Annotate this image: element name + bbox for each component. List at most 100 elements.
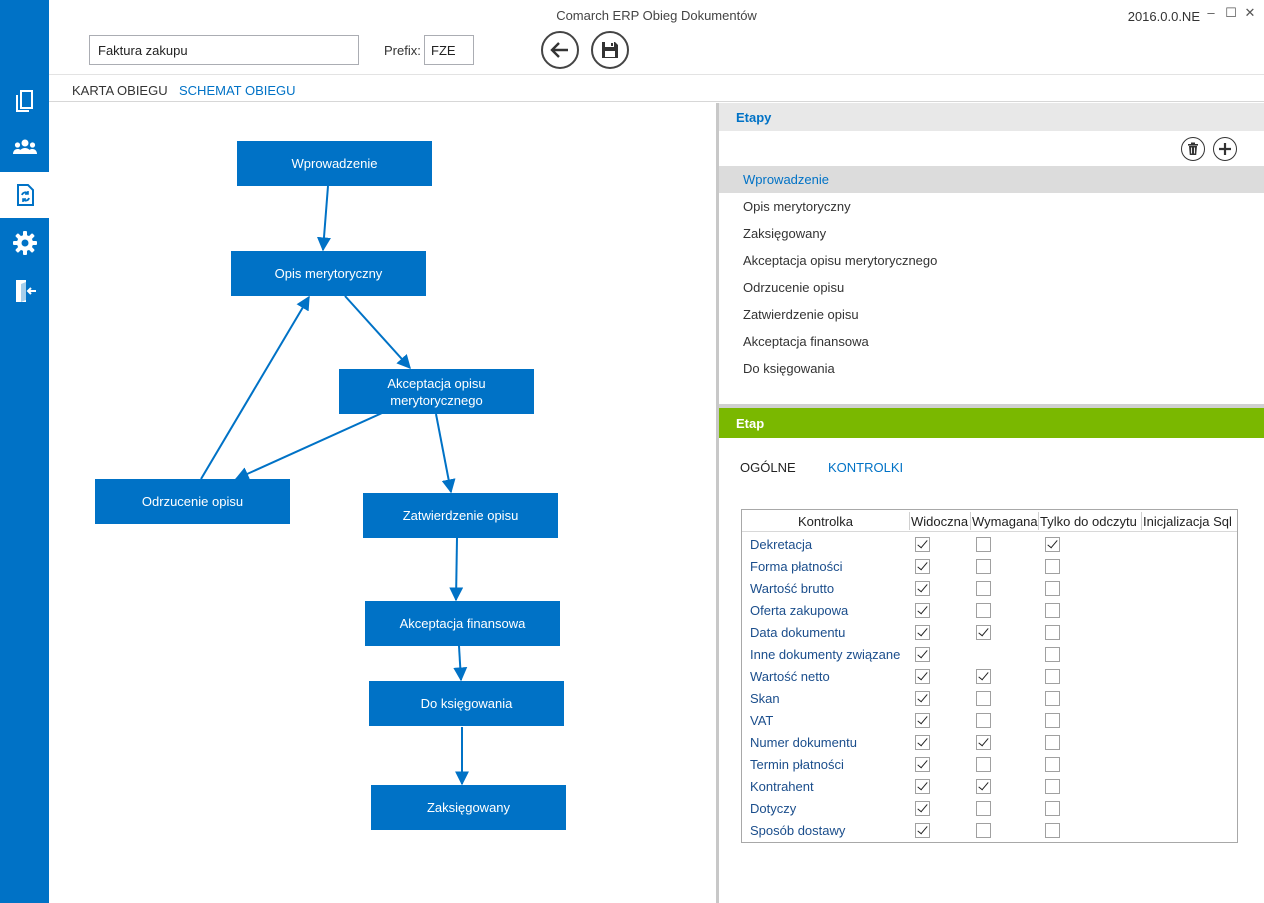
list-item[interactable]: Odrzucenie opisu (743, 280, 845, 295)
required-checkbox[interactable] (976, 691, 991, 706)
visible-checkbox[interactable] (915, 779, 930, 794)
table-row[interactable]: Forma płatności (742, 555, 1237, 577)
required-checkbox[interactable] (976, 713, 991, 728)
tab-schemat-obiegu[interactable]: SCHEMAT OBIEGU (179, 83, 296, 98)
node-do-ksiegowania[interactable]: Do księgowania (369, 681, 564, 726)
nav-document-workflow[interactable] (0, 172, 49, 218)
node-akceptacja-finansowa[interactable]: Akceptacja finansowa (365, 601, 560, 646)
table-row[interactable]: Oferta zakupowa (742, 599, 1237, 621)
visible-checkbox[interactable] (915, 581, 930, 596)
table-row[interactable]: Sposób dostawy (742, 819, 1237, 841)
list-item[interactable]: Do księgowania (743, 361, 835, 376)
required-checkbox[interactable] (976, 823, 991, 838)
close-button[interactable]: ✕ (1244, 5, 1256, 20)
nav-settings[interactable] (0, 220, 49, 266)
visible-checkbox[interactable] (915, 603, 930, 618)
tab-karta-obiegu[interactable]: KARTA OBIEGU (72, 83, 168, 98)
panel-splitter[interactable] (716, 103, 719, 903)
table-row[interactable]: Termin płatności (742, 753, 1237, 775)
readonly-checkbox[interactable] (1045, 603, 1060, 618)
readonly-checkbox[interactable] (1045, 823, 1060, 838)
visible-checkbox[interactable] (915, 625, 930, 640)
required-checkbox[interactable] (976, 735, 991, 750)
column-header-wymagana[interactable]: Wymagana (972, 514, 1038, 529)
node-zaksiegowany[interactable]: Zaksięgowany (371, 785, 566, 830)
table-row[interactable]: VAT (742, 709, 1237, 731)
required-checkbox[interactable] (976, 779, 991, 794)
readonly-checkbox[interactable] (1045, 691, 1060, 706)
visible-checkbox[interactable] (915, 691, 930, 706)
readonly-checkbox[interactable] (1045, 581, 1060, 596)
table-row[interactable]: Numer dokumentu (742, 731, 1237, 753)
table-row[interactable]: Wartość netto (742, 665, 1237, 687)
readonly-checkbox[interactable] (1045, 647, 1060, 662)
delete-stage-button[interactable] (1181, 137, 1205, 161)
prefix-input[interactable] (424, 35, 474, 65)
list-item[interactable]: Akceptacja finansowa (743, 334, 869, 349)
node-zatwierdzenie-opisu[interactable]: Zatwierdzenie opisu (363, 493, 558, 538)
visible-checkbox[interactable] (915, 713, 930, 728)
list-item[interactable]: Opis merytoryczny (743, 199, 851, 214)
save-button[interactable] (591, 31, 629, 69)
section-divider[interactable] (719, 404, 1264, 408)
readonly-checkbox[interactable] (1045, 779, 1060, 794)
visible-checkbox[interactable] (915, 801, 930, 816)
column-header-widoczna[interactable]: Widoczna (911, 514, 969, 529)
readonly-checkbox[interactable] (1045, 801, 1060, 816)
list-item[interactable]: Zaksięgowany (743, 226, 827, 241)
column-header-tylko-do-odczytu[interactable]: Tylko do odczytu (1040, 514, 1137, 529)
back-button[interactable] (541, 31, 579, 69)
table-row[interactable]: Data dokumentu (742, 621, 1237, 643)
visible-checkbox[interactable] (915, 757, 930, 772)
required-checkbox[interactable] (976, 581, 991, 596)
required-checkbox[interactable] (976, 801, 991, 816)
node-akceptacja-opisu[interactable]: Akceptacja opisu merytorycznego (339, 369, 534, 414)
node-odrzucenie-opisu[interactable]: Odrzucenie opisu (95, 479, 290, 524)
required-checkbox[interactable] (976, 625, 991, 640)
tab-kontrolki[interactable]: KONTROLKI (828, 460, 904, 475)
etapy-title: Etapy (736, 110, 772, 125)
visible-checkbox[interactable] (915, 647, 930, 662)
nav-logout[interactable] (0, 268, 49, 314)
readonly-checkbox[interactable] (1045, 625, 1060, 640)
table-row[interactable]: Dotyczy (742, 797, 1237, 819)
list-item[interactable]: Akceptacja opisu merytorycznego (743, 253, 938, 268)
required-checkbox[interactable] (976, 537, 991, 552)
add-stage-button[interactable] (1213, 137, 1237, 161)
required-checkbox[interactable] (976, 757, 991, 772)
readonly-checkbox[interactable] (1045, 537, 1060, 552)
readonly-checkbox[interactable] (1045, 559, 1060, 574)
visible-checkbox[interactable] (915, 669, 930, 684)
visible-checkbox[interactable] (915, 823, 930, 838)
list-item[interactable]: Zatwierdzenie opisu (743, 307, 859, 322)
readonly-checkbox[interactable] (1045, 669, 1060, 684)
required-checkbox[interactable] (976, 559, 991, 574)
control-name: Inne dokumenty związane (750, 647, 901, 662)
document-type-name-input[interactable] (89, 35, 359, 65)
table-row[interactable]: Dekretacja (742, 533, 1237, 555)
tab-ogolne[interactable]: OGÓLNE (740, 460, 796, 475)
required-checkbox[interactable] (976, 603, 991, 618)
required-checkbox[interactable] (976, 669, 991, 684)
column-header-inicjalizacja-sql[interactable]: Inicjalizacja Sql (1143, 514, 1232, 529)
visible-checkbox[interactable] (915, 735, 930, 750)
column-header-kontrolka[interactable]: Kontrolka (798, 514, 853, 529)
edge-opis-akceptacja-opisu (344, 295, 411, 370)
visible-checkbox[interactable] (915, 537, 930, 552)
column-divider (970, 512, 971, 530)
node-wprowadzenie[interactable]: Wprowadzenie (237, 141, 432, 186)
node-opis-merytoryczny[interactable]: Opis merytoryczny (231, 251, 426, 296)
readonly-checkbox[interactable] (1045, 757, 1060, 772)
readonly-checkbox[interactable] (1045, 735, 1060, 750)
table-row[interactable]: Kontrahent (742, 775, 1237, 797)
nav-users[interactable] (0, 125, 49, 171)
nav-documents[interactable] (0, 78, 49, 124)
list-item[interactable]: Wprowadzenie (719, 166, 1264, 193)
table-row[interactable]: Inne dokumenty związane (742, 643, 1237, 665)
visible-checkbox[interactable] (915, 559, 930, 574)
table-row[interactable]: Wartość brutto (742, 577, 1237, 599)
maximize-button[interactable]: ☐ (1225, 5, 1237, 20)
minimize-button[interactable]: – (1207, 5, 1215, 20)
table-row[interactable]: Skan (742, 687, 1237, 709)
readonly-checkbox[interactable] (1045, 713, 1060, 728)
